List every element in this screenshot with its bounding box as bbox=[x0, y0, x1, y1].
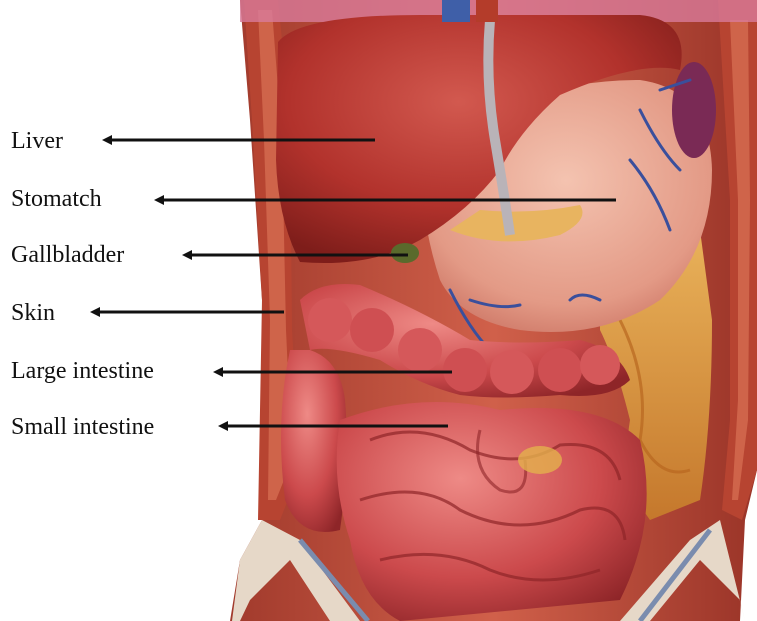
label-gallbladder: Gallbladder bbox=[11, 243, 124, 267]
large-intestine-arrowhead bbox=[213, 367, 223, 377]
liver-arrowhead bbox=[102, 135, 112, 145]
ascending-colon bbox=[281, 350, 347, 532]
spleen bbox=[672, 62, 716, 158]
label-liver: Liver bbox=[11, 129, 63, 153]
label-skin: Skin bbox=[11, 301, 55, 325]
small-intestine bbox=[337, 402, 647, 621]
gallbladder-arrowhead bbox=[182, 250, 192, 260]
vena-cava bbox=[442, 0, 470, 22]
stomach-arrowhead bbox=[154, 195, 164, 205]
label-stomach: Stomatch bbox=[11, 187, 102, 211]
label-small-intestine: Small intestine bbox=[11, 415, 154, 439]
label-large-intestine: Large intestine bbox=[11, 359, 154, 383]
skin-arrowhead bbox=[90, 307, 100, 317]
gallbladder bbox=[391, 243, 419, 263]
small-intestine-arrowhead bbox=[218, 421, 228, 431]
